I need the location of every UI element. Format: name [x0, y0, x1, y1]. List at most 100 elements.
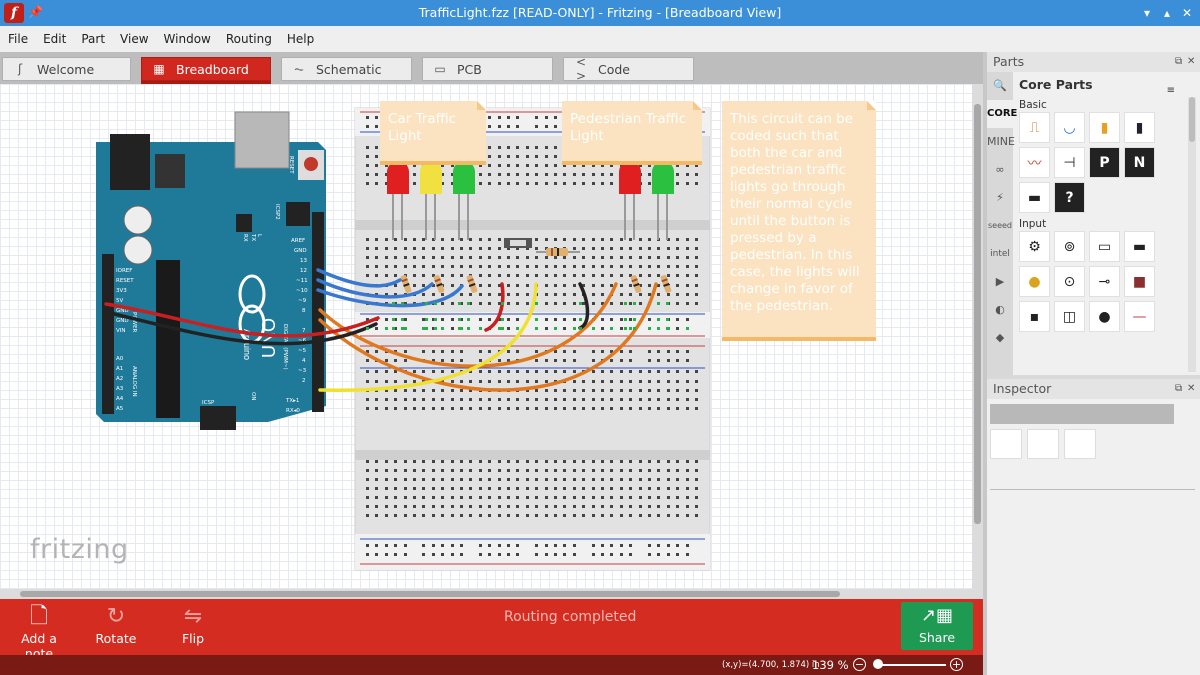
zoom-in-icon[interactable]: + — [950, 658, 963, 671]
pin-icon[interactable]: 📌 — [28, 5, 43, 19]
aref-label: AREF — [291, 238, 305, 244]
digital-pwm-label: DIGITAL (PWM~) — [282, 324, 288, 370]
a4-label: A4 — [116, 396, 124, 402]
resistor-icon[interactable]: ⎍ — [1019, 112, 1050, 143]
rotary-encoder-icon[interactable]: ⚙ — [1019, 231, 1050, 262]
menu-bar: File Edit Part View Window Routing Help — [0, 26, 1200, 52]
header-icon[interactable]: ▬ — [1124, 231, 1155, 262]
led-car-red[interactable] — [387, 161, 409, 240]
bin-arduino[interactable]: ∞ — [995, 163, 1005, 176]
a3-label: A3 — [116, 386, 124, 392]
inductor-icon[interactable]: 〰 — [1019, 147, 1050, 178]
breadboard[interactable] — [354, 107, 711, 571]
ceramic-capacitor-icon[interactable]: ◡ — [1054, 112, 1085, 143]
arduino-model-label: UNO — [259, 318, 279, 358]
bin-sparkfun[interactable]: ⚡ — [996, 191, 1004, 204]
note-car-traffic-light[interactable]: Car Traffic Light — [380, 101, 486, 165]
note-circuit-description[interactable]: This circuit can be coded such that both… — [722, 101, 876, 341]
scroll-thumb[interactable] — [1189, 97, 1195, 142]
note-pedestrian-traffic-light[interactable]: Pedestrian Traffic Light — [562, 101, 702, 165]
slide-switch-icon[interactable]: ▭ — [1089, 231, 1120, 262]
led-car-green[interactable] — [453, 161, 475, 240]
pushbutton-icon[interactable]: ■ — [1124, 266, 1155, 297]
piezo-icon[interactable]: ● — [1089, 301, 1120, 332]
rotate-button[interactable]: ↻ Rotate — [92, 603, 140, 646]
scroll-thumb[interactable] — [20, 591, 840, 597]
tantalum-capacitor-icon[interactable]: ▮ — [1089, 112, 1120, 143]
toggle-switch-icon[interactable]: ⊸ — [1089, 266, 1120, 297]
led-pedestrian-red[interactable] — [619, 161, 641, 240]
float-panel-icon[interactable]: ⧉ — [1175, 56, 1183, 67]
potentiometer-icon[interactable]: ⊚ — [1054, 231, 1085, 262]
ic-icon[interactable]: ▬ — [1019, 182, 1050, 213]
inspector-title: Inspector — [993, 381, 1052, 396]
menu-help[interactable]: Help — [286, 32, 315, 46]
close-panel-icon[interactable]: ✕ — [1187, 383, 1196, 394]
bin-menu-icon[interactable]: ≡ — [1166, 85, 1175, 96]
inspector-preview-pcb — [1064, 429, 1096, 459]
canvas-vertical-scrollbar[interactable] — [972, 84, 983, 589]
flip-button[interactable]: ⇋ Flip — [176, 603, 210, 646]
tab-breadboard[interactable]: ▦ Breadboard — [141, 57, 271, 84]
note-corner — [693, 101, 702, 110]
close-panel-icon[interactable]: ✕ — [1187, 56, 1196, 67]
tab-code[interactable]: < > Code — [563, 55, 694, 83]
bin-intel[interactable]: intel — [990, 249, 1010, 259]
tab-schematic[interactable]: ⏦ Schematic — [281, 57, 412, 81]
breadboard-canvas[interactable]: UNO Arduino RESET ICSP2 AREF GND 13 12 ~… — [0, 84, 972, 589]
arduino-uno-board[interactable]: UNO Arduino RESET ICSP2 AREF GND 13 12 ~… — [96, 111, 326, 430]
bin-other[interactable]: ◐ — [995, 303, 1005, 316]
zoom-slider-handle[interactable] — [873, 659, 883, 669]
inspector-panel: Inspector ⧉ ✕ — [987, 379, 1200, 675]
diode-icon[interactable]: ⊣ — [1054, 147, 1085, 178]
rotate-label: Rotate — [95, 631, 137, 646]
coin-cell-icon[interactable]: ● — [1019, 266, 1050, 297]
pushbutton[interactable] — [504, 238, 532, 248]
menu-edit[interactable]: Edit — [43, 32, 67, 46]
zoom-out-icon[interactable]: − — [853, 658, 866, 671]
pnp-transistor-icon[interactable]: P — [1089, 147, 1120, 178]
menu-window[interactable]: Window — [163, 32, 211, 46]
bin-core[interactable]: CORE — [987, 100, 1017, 128]
bin-more[interactable]: ◆ — [995, 331, 1005, 344]
float-panel-icon[interactable]: ⧉ — [1175, 383, 1183, 394]
parts-scrollbar[interactable] — [1188, 97, 1196, 372]
ioref-label: IOREF — [116, 268, 132, 274]
add-note-button[interactable]: 🗋 Add a note — [8, 603, 70, 661]
inspector-preview-breadboard — [990, 429, 1022, 459]
section-input: Input — [1019, 218, 1047, 230]
close-icon[interactable]: ✕ — [1181, 6, 1193, 20]
bin-play[interactable]: ▶ — [995, 275, 1005, 288]
menu-view[interactable]: View — [120, 32, 149, 46]
bin-mine[interactable]: MINE — [987, 135, 1015, 148]
menu-file[interactable]: File — [8, 32, 29, 46]
search-icon[interactable]: 🔍 — [993, 79, 1007, 92]
note-text: Car Traffic Light — [388, 111, 457, 144]
resistors[interactable] — [400, 248, 672, 293]
rotary-potentiometer-icon[interactable]: ⊙ — [1054, 266, 1085, 297]
npn-transistor-icon[interactable]: N — [1124, 147, 1155, 178]
maximize-icon[interactable]: ▴ — [1163, 6, 1171, 20]
parts-bin-list: 🔍 CORE MINE ∞ ⚡ seeed intel ▶ ◐ ◆ — [987, 72, 1017, 375]
minimize-icon[interactable]: ▾ — [1143, 6, 1151, 20]
menu-part[interactable]: Part — [81, 32, 106, 46]
mystery-part-icon[interactable]: ? — [1054, 182, 1085, 213]
electrolytic-capacitor-icon[interactable]: ▮ — [1124, 112, 1155, 143]
vin-label: VIN — [116, 328, 126, 334]
menu-routing[interactable]: Routing — [225, 32, 272, 46]
zoom-slider[interactable] — [876, 664, 946, 666]
led-car-yellow[interactable] — [420, 161, 442, 240]
tab-welcome[interactable]: ʃ Welcome — [2, 57, 131, 81]
share-button[interactable]: ↗▦ Share — [901, 602, 973, 650]
pin-5-label: ~5 — [298, 348, 307, 354]
panel-splitter[interactable] — [983, 52, 987, 675]
tab-pcb[interactable]: ▭ PCB — [422, 57, 553, 81]
wire-icon[interactable]: — — [1124, 301, 1155, 332]
canvas-horizontal-scrollbar[interactable] — [0, 589, 983, 599]
wires[interactable] — [104, 268, 658, 392]
dip-switch-icon[interactable]: ▪ — [1019, 301, 1050, 332]
scroll-thumb[interactable] — [974, 104, 981, 524]
led-pedestrian-green[interactable] — [652, 161, 674, 240]
bin-seeed[interactable]: seeed — [987, 221, 1012, 230]
tilt-sensor-icon[interactable]: ◫ — [1054, 301, 1085, 332]
